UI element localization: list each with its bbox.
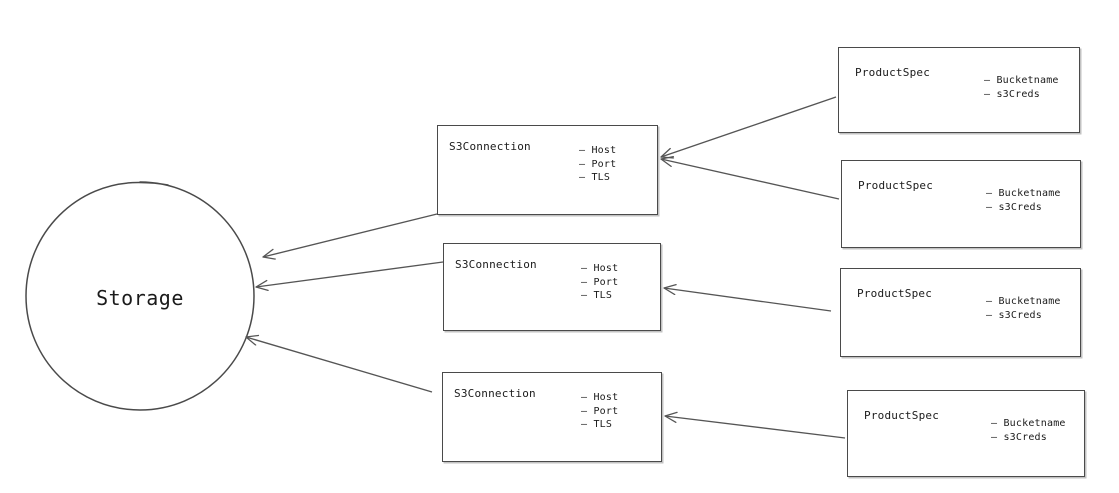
edge-productspec-3-to-s3connection-2 [664,288,832,312]
node-attributes: – Host – Port – TLS [581,391,618,432]
edge-s3connection-3-to-storage [246,337,433,393]
node-productspec-1[interactable]: ProductSpec – Bucketname – s3Creds [838,47,1080,133]
edge-productspec-2-to-s3connection-1 [661,159,840,200]
edge-s3connection-1-to-storage [263,213,438,257]
node-attributes: – Host – Port – TLS [581,262,618,303]
node-attribute: – Bucketname [991,418,1066,429]
edge-productspec-4-to-s3connection-3 [665,416,846,439]
node-attributes: – Bucketname – s3Creds [986,187,1061,214]
node-productspec-4[interactable]: ProductSpec – Bucketname – s3Creds [847,390,1085,477]
edge-productspec-1-to-s3connection-1 [661,96,837,157]
node-attributes: – Bucketname – s3Creds [991,417,1066,444]
node-attribute: – TLS [581,290,613,301]
node-title: ProductSpec [864,409,940,422]
node-storage[interactable]: Storage [26,182,254,410]
node-attribute: – s3Creds [986,201,1042,213]
node-attribute: – Port [579,158,617,170]
node-attribute: – TLS [579,172,611,183]
node-attribute: – s3Creds [986,309,1042,321]
node-productspec-2[interactable]: ProductSpec – Bucketname – s3Creds [841,160,1081,248]
node-attributes: – Bucketname – s3Creds [986,295,1061,322]
node-attribute: – Port [581,276,619,288]
node-s3connection-3[interactable]: S3Connection – Host – Port – TLS [442,372,662,462]
node-attributes: – Bucketname – s3Creds [984,74,1059,101]
node-attribute: – Port [581,405,619,417]
node-title: S3Connection [454,387,536,400]
node-attribute: – Bucketname [986,188,1061,199]
node-attribute: – Host [581,392,619,403]
storage-circle-shape [25,181,255,411]
node-attribute: – Host [579,145,617,156]
node-title: ProductSpec [855,66,931,79]
node-title: ProductSpec [857,287,933,300]
node-attribute: – Host [581,263,619,274]
node-title: ProductSpec [858,179,934,192]
node-title: S3Connection [455,258,537,271]
node-title: S3Connection [449,140,531,153]
node-attribute: – s3Creds [991,431,1047,443]
node-s3connection-2[interactable]: S3Connection – Host – Port – TLS [443,243,661,331]
edge-s3connection-2-to-storage [256,261,444,287]
node-attribute: – Bucketname [984,75,1059,86]
node-attribute: – TLS [581,419,613,430]
node-productspec-3[interactable]: ProductSpec – Bucketname – s3Creds [840,268,1081,357]
node-s3connection-1[interactable]: S3Connection – Host – Port – TLS [437,125,658,215]
node-attribute: – s3Creds [984,88,1040,100]
node-attribute: – Bucketname [986,296,1061,307]
storage-label: Storage [96,286,184,310]
node-attributes: – Host – Port – TLS [579,144,616,185]
